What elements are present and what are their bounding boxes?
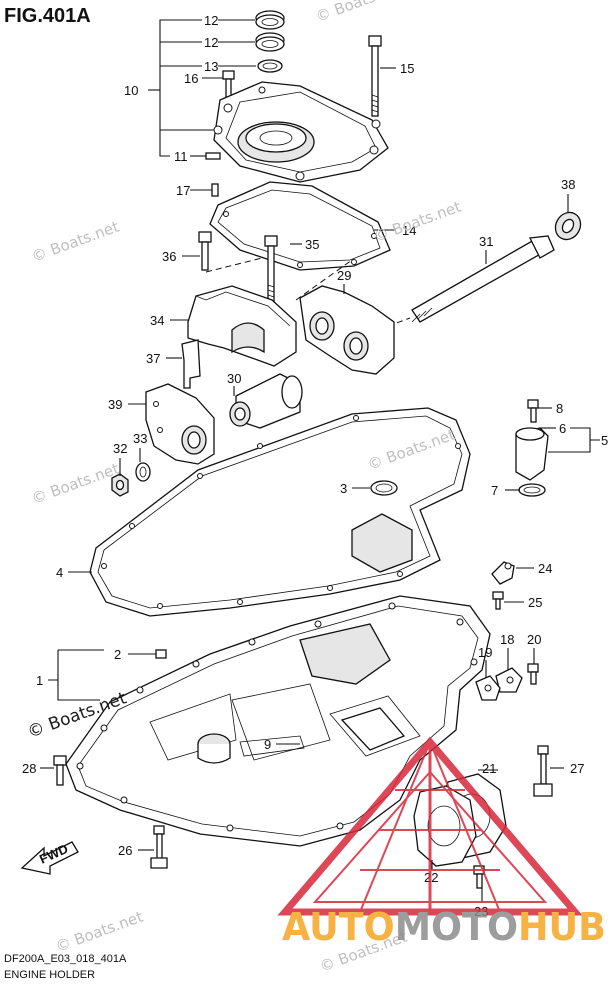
shaft-31 bbox=[411, 235, 555, 323]
o-ring-3 bbox=[370, 480, 398, 496]
callout-14: 14 bbox=[402, 223, 416, 238]
watermark-text: © Boats.net bbox=[29, 218, 121, 266]
figure-title: FIG.401A bbox=[4, 5, 91, 27]
callout-31: 31 bbox=[479, 234, 493, 249]
callout-38: 38 bbox=[561, 177, 575, 192]
plug-2 bbox=[155, 649, 167, 659]
bolt-15 bbox=[368, 35, 382, 117]
callout-25: 25 bbox=[528, 595, 542, 610]
brand-auto: AUTO bbox=[282, 905, 395, 949]
callout-37: 37 bbox=[146, 351, 160, 366]
callout-32: 32 bbox=[113, 441, 127, 456]
watermark-text: © Boats.net bbox=[29, 460, 121, 508]
oil-seal-12-top bbox=[255, 10, 285, 30]
watermark-text: © Boats.net bbox=[313, 0, 405, 26]
brand-moto: MOTO bbox=[395, 905, 518, 949]
callout-1: 1 bbox=[36, 673, 43, 688]
oil-seal-12-second bbox=[255, 32, 285, 52]
callout-15: 15 bbox=[400, 61, 414, 76]
callout-35: 35 bbox=[305, 237, 319, 252]
callout-36: 36 bbox=[162, 249, 176, 264]
sensor-24 bbox=[491, 561, 515, 585]
callout-6: 6 bbox=[559, 421, 566, 436]
bolt-35 bbox=[264, 235, 278, 305]
callout-7: 7 bbox=[491, 483, 498, 498]
gasket-22 bbox=[413, 785, 477, 867]
callout-19: 19 bbox=[478, 645, 492, 660]
gasket-19 bbox=[475, 675, 501, 701]
water-pipe-6 bbox=[515, 427, 549, 481]
nut-32 bbox=[111, 473, 129, 497]
pin-17 bbox=[211, 183, 219, 197]
callout-33: 33 bbox=[133, 431, 147, 446]
figure-code: DF200A_E03_018_401A bbox=[4, 953, 127, 965]
lower-holder-39 bbox=[145, 383, 215, 465]
callout-9: 9 bbox=[264, 737, 271, 752]
callout-30: 30 bbox=[227, 371, 241, 386]
callout-8: 8 bbox=[556, 401, 563, 416]
callout-2: 2 bbox=[114, 647, 121, 662]
gasket-14 bbox=[209, 181, 391, 271]
callout-28: 28 bbox=[22, 761, 36, 776]
bolt-36 bbox=[198, 231, 212, 271]
callout-12: 12 bbox=[204, 13, 218, 28]
figure-name: ENGINE HOLDER bbox=[4, 969, 95, 981]
callout-34: 34 bbox=[150, 313, 164, 328]
callout-26: 26 bbox=[118, 843, 132, 858]
o-ring-13 bbox=[257, 59, 283, 73]
watermark-text: © Boats.net bbox=[53, 908, 145, 956]
callout-4: 4 bbox=[56, 565, 63, 580]
leader-lines bbox=[40, 19, 600, 902]
mount-30 bbox=[229, 373, 303, 429]
engine-holder-1 bbox=[65, 595, 491, 847]
callout-29: 29 bbox=[337, 268, 351, 283]
svg-text:AUTOMOTOHUB: AUTOMOTOHUB bbox=[282, 905, 606, 949]
callout-17: 17 bbox=[176, 183, 190, 198]
callout-27: 27 bbox=[570, 761, 584, 776]
callout-24: 24 bbox=[538, 561, 552, 576]
callout-11: 11 bbox=[174, 149, 188, 164]
callout-12-second: 12 bbox=[204, 35, 218, 50]
rubber-mount-29 bbox=[299, 285, 395, 375]
automotohub-logo: AUTOMOTOHUB bbox=[277, 736, 606, 949]
callout-5: 5 bbox=[601, 433, 608, 448]
assembly-guide-line bbox=[295, 259, 353, 301]
brand-hub: HUB bbox=[518, 905, 606, 949]
callout-13: 13 bbox=[204, 59, 218, 74]
bolt-26 bbox=[150, 825, 168, 869]
upper-holder-34 bbox=[187, 285, 297, 367]
callout-18: 18 bbox=[500, 632, 514, 647]
cover-plate-10 bbox=[213, 81, 389, 183]
bolt-27 bbox=[533, 745, 553, 797]
callout-20: 20 bbox=[527, 632, 541, 647]
bolt-25 bbox=[492, 591, 504, 610]
bolt-28 bbox=[53, 755, 67, 786]
forward-direction-arrow: FWD bbox=[20, 841, 79, 875]
assembly-guide-line bbox=[205, 257, 263, 273]
callout-3: 3 bbox=[340, 481, 347, 496]
fitting-11 bbox=[205, 152, 221, 160]
callout-10: 10 bbox=[124, 83, 138, 98]
callout-39: 39 bbox=[108, 397, 122, 412]
callout-16: 16 bbox=[184, 71, 198, 86]
washer-38 bbox=[554, 211, 582, 241]
callout-21: 21 bbox=[482, 761, 496, 776]
bolt-8 bbox=[527, 399, 539, 423]
gasket-4 bbox=[89, 407, 471, 617]
bolt-20 bbox=[527, 663, 539, 685]
watermark-text: © Boats.net bbox=[371, 198, 463, 246]
callout-labels: 12 12 13 10 16 11 15 17 14 38 36 35 31 2… bbox=[22, 13, 608, 919]
washer-33 bbox=[135, 462, 151, 482]
o-ring-7 bbox=[518, 483, 546, 497]
bracket-37 bbox=[181, 339, 201, 389]
